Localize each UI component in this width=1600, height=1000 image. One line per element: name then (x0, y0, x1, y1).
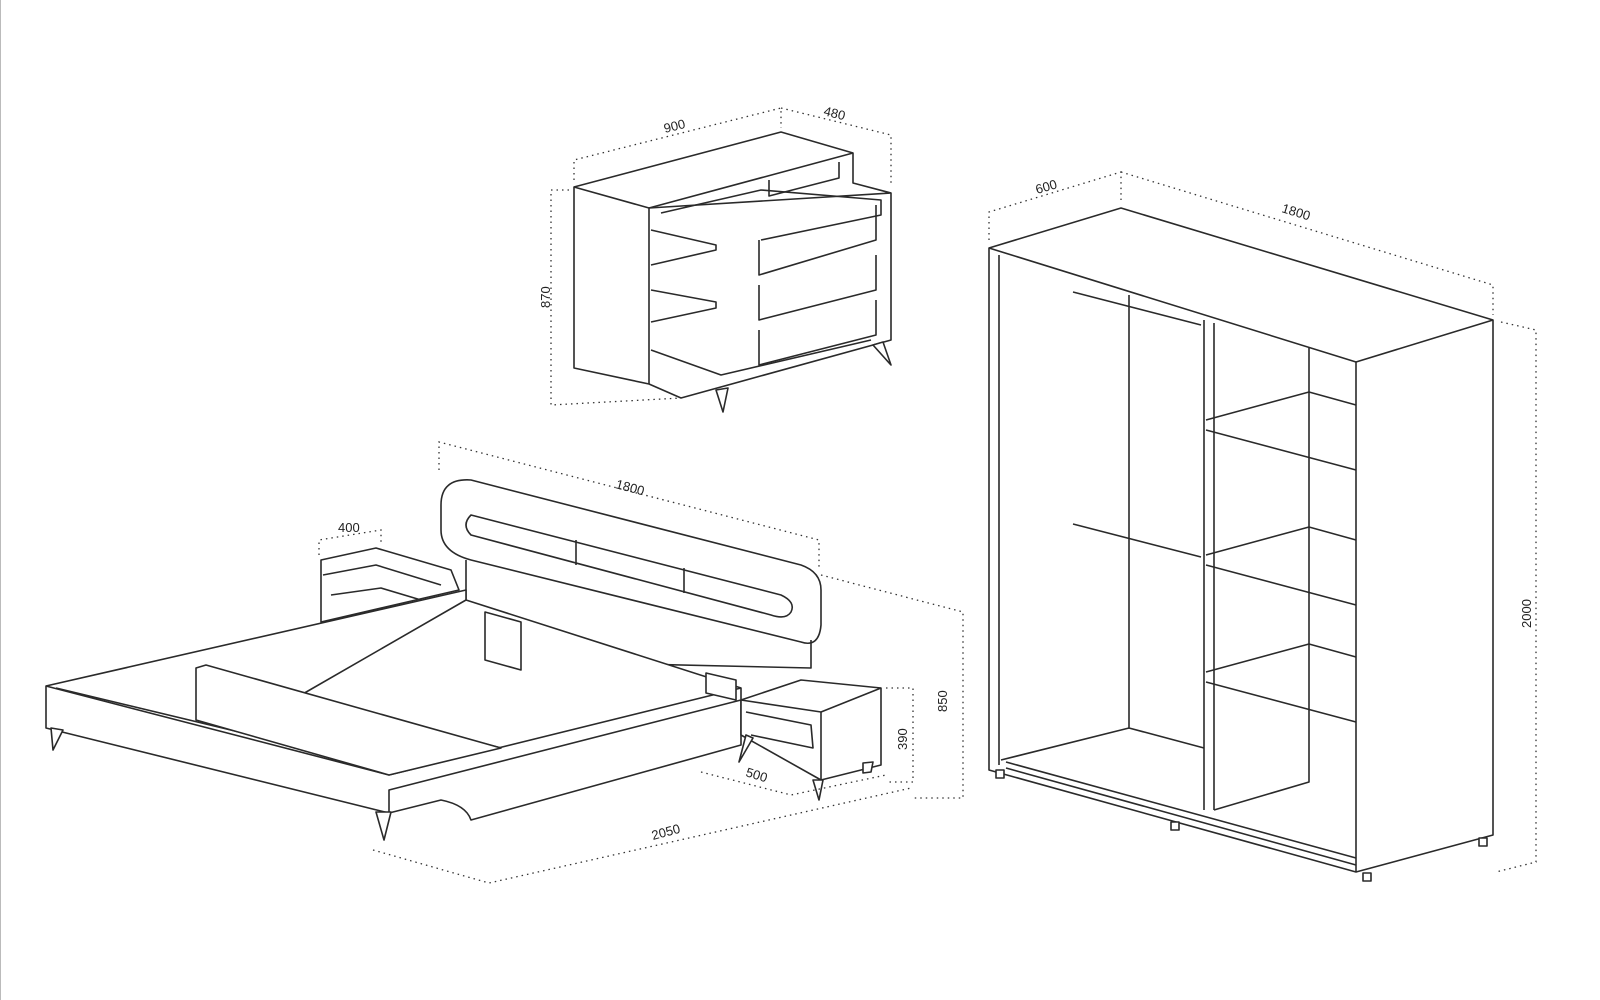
dresser-height-label: 870 (538, 286, 553, 308)
bed-height-label: 850 (935, 690, 950, 712)
wardrobe-height-label: 2000 (1519, 599, 1534, 628)
dresser-width-label: 900 (662, 116, 687, 136)
nightstand-depth-label: 500 (744, 765, 769, 786)
headboard-width-label: 1800 (614, 476, 646, 498)
dresser-depth-label: 480 (822, 103, 847, 123)
wardrobe-drawing (988, 171, 1537, 882)
bed-length-label: 2050 (650, 821, 682, 843)
bed-drawing (45, 441, 964, 884)
nightstand-width-label: 400 (338, 520, 360, 535)
wardrobe-width-label: 1800 (1280, 201, 1312, 224)
nightstand-height-label: 390 (895, 728, 910, 750)
wardrobe-depth-label: 600 (1034, 176, 1059, 196)
dresser-drawing (550, 107, 892, 413)
